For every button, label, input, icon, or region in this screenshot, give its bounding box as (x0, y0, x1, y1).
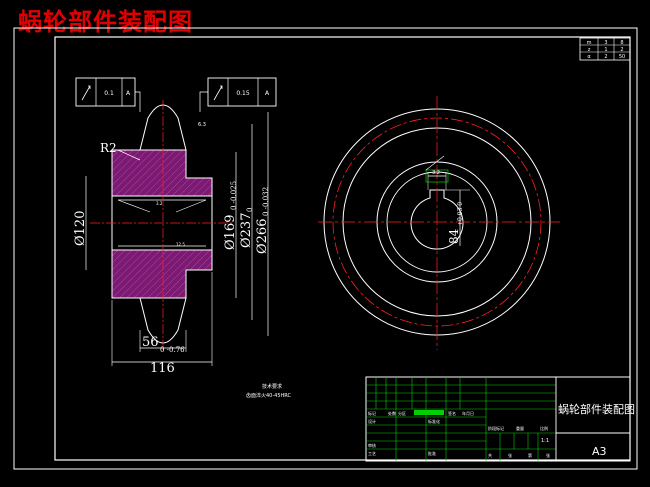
right-label-weight: 重量 (516, 425, 524, 431)
title-block[interactable]: 蜗轮部件装配图 1:1 A3 标记 设计 审核 工艺 处数 分区 签名 年月日 … (365, 376, 635, 462)
dimension-root[interactable]: Ø237 0 (239, 124, 254, 320)
dimension-hub[interactable]: Ø169 0 -0.025 (223, 152, 238, 298)
row-label-process: 工艺 (368, 451, 376, 456)
parameter-table: m 3 8 z 1 2 α 2 50 (579, 37, 631, 61)
row-label-mark: 标记 (368, 410, 376, 416)
outer-border (13, 27, 638, 470)
dim-keyway-tolerance: +0.03 0 (457, 202, 464, 226)
param-r2c1: 2 (604, 54, 607, 60)
param-r1c1: 1 (604, 47, 607, 53)
param-r1c0: z (588, 47, 591, 53)
dim-bore-text: Ø120 (73, 211, 88, 246)
notes-heading: 技术要求 (262, 383, 282, 390)
dim-width-hub-text: 56 (142, 335, 159, 350)
leader-line (199, 91, 208, 112)
bore-with-keyway (410, 189, 464, 250)
radius-label: R2 (100, 141, 117, 155)
dim-root-tolerance: 0 (246, 208, 254, 212)
row-label-review: 审核 (368, 442, 376, 448)
dim-hub-tolerance: 0 -0.025 (230, 181, 238, 210)
param-r0c1: 3 (604, 40, 607, 46)
param-r0c2: 8 (620, 40, 623, 46)
sheet-size: A3 (592, 445, 607, 458)
drawing-name: 蜗轮部件装配图 (558, 402, 635, 416)
dim-outer-text: Ø266 (255, 219, 270, 254)
dim-outer-tolerance: 0 -0.032 (262, 187, 270, 216)
runout-arrow-icon (213, 85, 223, 101)
section-view[interactable]: 0.1 A 0.15 A (73, 77, 277, 376)
tolerance-right-value: 0.15 (236, 90, 250, 97)
leader-line (135, 91, 141, 112)
bottom-label-sheet2: 张 (546, 452, 550, 458)
row-label-design: 设计 (368, 418, 376, 424)
param-r1c2: 2 (620, 47, 623, 53)
right-label-scale: 比例 (540, 425, 548, 431)
roughness-small: 3.2 (156, 201, 163, 206)
roughness-mid: 12.5 (176, 242, 185, 247)
col-label-date: 年月日 (462, 410, 474, 416)
dim-width-hub-tolerance: 0 -0.76 (160, 346, 185, 354)
dimension-width-hub[interactable]: 56 0 -0.76 (139, 330, 187, 354)
front-roughness: 3.2 (432, 170, 440, 176)
change-file-field[interactable] (414, 410, 444, 415)
param-r2c2: 50 (619, 54, 625, 60)
col-label-sign: 签名 (448, 410, 456, 416)
mid-label-standard: 标准化 (428, 418, 440, 424)
tolerance-right-datum: A (265, 90, 270, 97)
dim-root-text: Ø237 (239, 213, 254, 248)
col-label-zone: 分区 (398, 410, 406, 416)
bottom-label-total: 共 (488, 452, 492, 458)
dim-width-total-text: 116 (150, 361, 175, 376)
param-r2c0: α (587, 54, 591, 60)
dim-hub-text: Ø169 (223, 215, 238, 250)
mid-label-approve: 批准 (428, 450, 436, 456)
tolerance-left-datum: A (126, 90, 131, 97)
dimension-width-total[interactable]: 116 (111, 272, 213, 376)
right-label-stage: 阶段标记 (488, 425, 504, 431)
bottom-label-no: 第 (528, 452, 532, 458)
inner-border (54, 36, 631, 461)
dimension-bore[interactable]: Ø120 (73, 176, 88, 270)
hub-section-top (111, 149, 213, 197)
bottom-label-sheet: 张 (508, 452, 512, 458)
tolerance-left-value: 0.1 (104, 90, 114, 97)
leader-line (425, 155, 445, 171)
window-title: 蜗轮部件装配图 (18, 7, 193, 36)
runout-arrow-icon (81, 85, 91, 101)
notes-line1: 齿面淬火40-45HRC (246, 392, 292, 399)
technical-notes: 技术要求 齿面淬火40-45HRC (246, 383, 292, 399)
scale-value: 1:1 (541, 438, 549, 444)
tolerance-frame-right[interactable]: 0.15 A (207, 77, 277, 107)
front-view[interactable]: 3.2 84 +0.03 0 (318, 96, 560, 350)
param-r0c0: m (587, 40, 592, 46)
roughness-top: 6.3 (198, 122, 206, 128)
dim-keyway-text: 84 (447, 228, 461, 244)
tolerance-frame-left[interactable]: 0.1 A (75, 77, 136, 107)
col-label-count: 处数 (388, 410, 396, 416)
dimension-keyway[interactable]: 3.2 84 +0.03 0 (425, 169, 470, 246)
hub-section-bottom (111, 249, 213, 299)
dimension-outer[interactable]: Ø266 0 -0.032 (255, 112, 270, 336)
